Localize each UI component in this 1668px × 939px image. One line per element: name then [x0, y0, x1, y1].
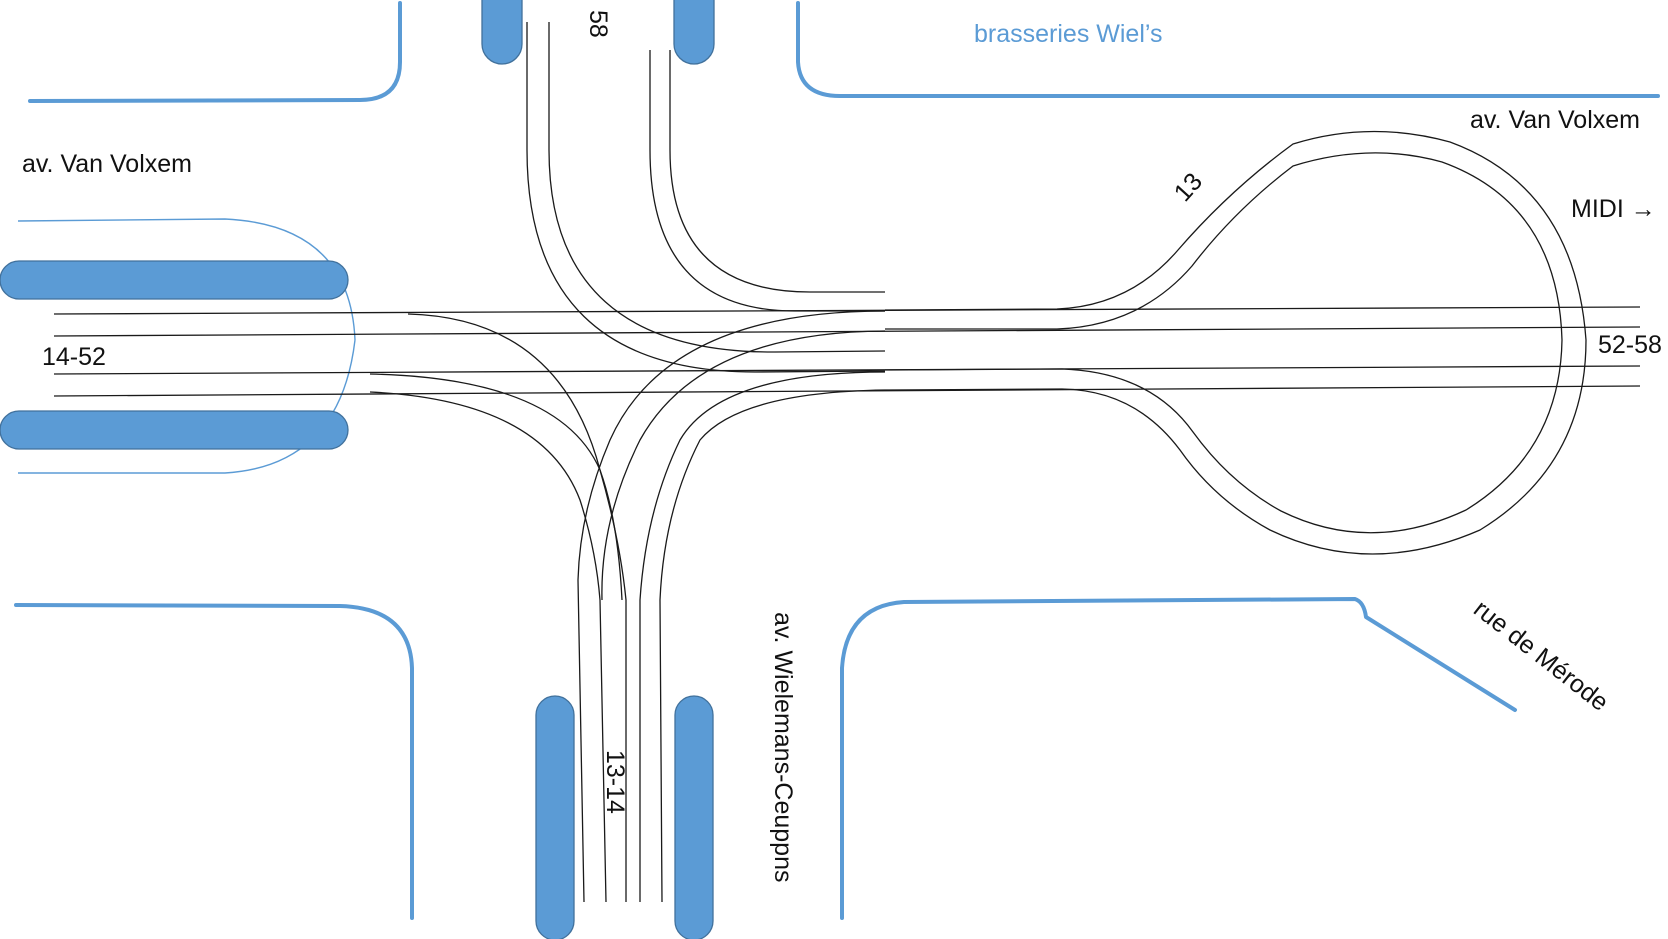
street-label-bottom: av. Wielemans-Ceuppns: [769, 612, 797, 882]
track-north-west-inner: [548, 22, 886, 353]
track-east-south-1: [577, 310, 886, 903]
direction-label: MIDI →: [1571, 195, 1656, 223]
tram-platforms: [0, 0, 715, 939]
curb-top-left: [28, 1, 402, 103]
street-label-right: av. Van Volxem: [1470, 106, 1640, 134]
loop-inner: [884, 152, 1563, 534]
street-label-diagonal: rue de Mérode: [1468, 595, 1613, 717]
track-north-east-outer: [669, 50, 885, 293]
map-labels: brasseries Wiel’s av. Van Volxem av. Van…: [22, 10, 1662, 882]
tram-line-label-left: 14-52: [42, 343, 106, 371]
track-west-south-1: [407, 313, 627, 902]
tram-line-label-top: 58: [584, 10, 612, 38]
track-east-south-3: [639, 371, 886, 902]
track-east-south-2: [601, 330, 886, 601]
curb-bottom-left: [14, 603, 414, 920]
platform-bottom-right: [674, 695, 714, 939]
track-west-south-3: [369, 391, 607, 903]
platform-top-left: [481, 0, 523, 65]
tram-line-label-bottom: 13-14: [601, 750, 629, 814]
platform-left-upper: [0, 260, 349, 300]
track-west-south-2: [369, 373, 623, 601]
tram-line-label-right: 52-58: [1598, 331, 1662, 359]
track-north-east-inner: [649, 50, 885, 312]
platform-left-lower: [0, 410, 349, 450]
track-main-2: [53, 326, 1641, 337]
tram-line-label-loop: 13: [1169, 168, 1208, 207]
track-main-3: [53, 365, 1641, 375]
curb-bottom-right: [840, 597, 1517, 920]
platform-bottom-left: [535, 695, 575, 939]
street-label-left: av. Van Volxem: [22, 150, 192, 178]
street-curbs: [14, 1, 1660, 920]
landmark-label: brasseries Wiel’s: [974, 20, 1162, 48]
loop-outer: [884, 130, 1587, 555]
curb-top-right: [796, 1, 1660, 98]
tram-tracks: [53, 22, 1641, 903]
platform-top-right: [673, 0, 715, 65]
curb-left-upper-thin: [17, 218, 356, 341]
track-north-west-outer: [526, 22, 886, 373]
track-east-south-4: [659, 389, 886, 903]
